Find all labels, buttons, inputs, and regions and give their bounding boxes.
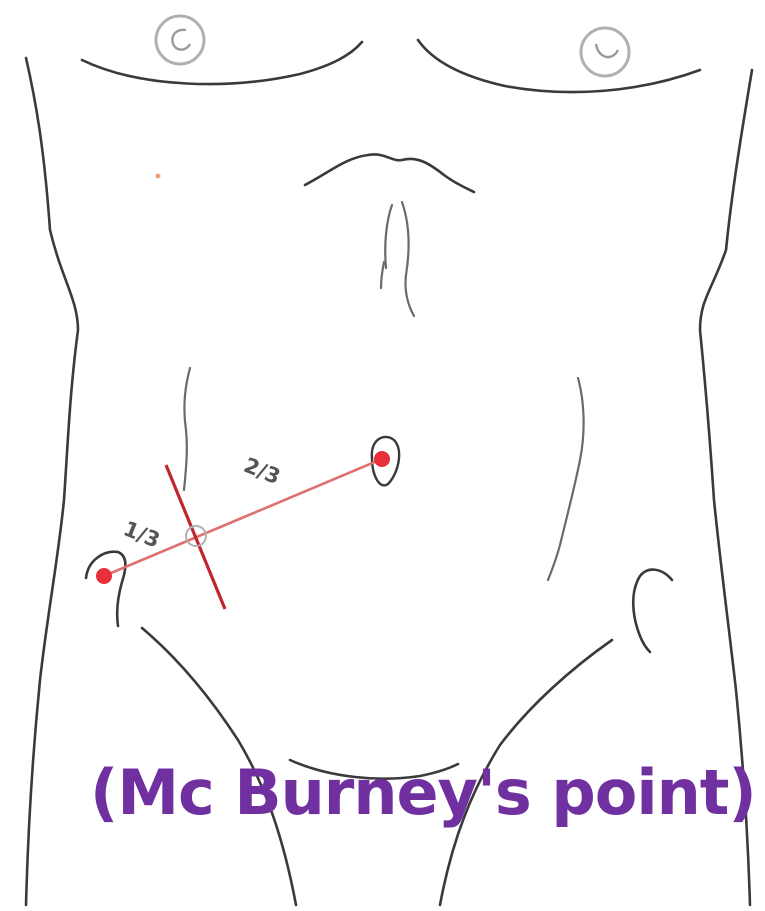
right-asis-outline: [86, 552, 125, 626]
one-third-label: 1/3: [120, 517, 163, 553]
left-nipple: [156, 16, 204, 64]
torso-left-outline: [26, 58, 78, 905]
caption: (Mc Burney's point): [90, 762, 756, 824]
two-thirds-label: 2/3: [240, 453, 283, 489]
linea-alba-right: [402, 202, 414, 316]
linea-alba-left-lower: [381, 262, 384, 288]
asis-dot: [96, 568, 112, 584]
right-pectoral-outline: [418, 40, 700, 92]
linea-alba-left: [385, 205, 392, 268]
spino-umbilical-line: [104, 459, 382, 576]
skin-mark: [156, 174, 161, 179]
left-asis-outline: [633, 570, 672, 652]
rib-margin-outline: [305, 154, 474, 192]
umbilicus-dot: [374, 451, 390, 467]
left-rectus-border: [184, 368, 190, 490]
perpendicular-line: [166, 465, 225, 609]
right-rectus-border: [548, 378, 584, 580]
left-pectoral-outline: [82, 42, 362, 84]
right-nipple: [581, 28, 629, 76]
